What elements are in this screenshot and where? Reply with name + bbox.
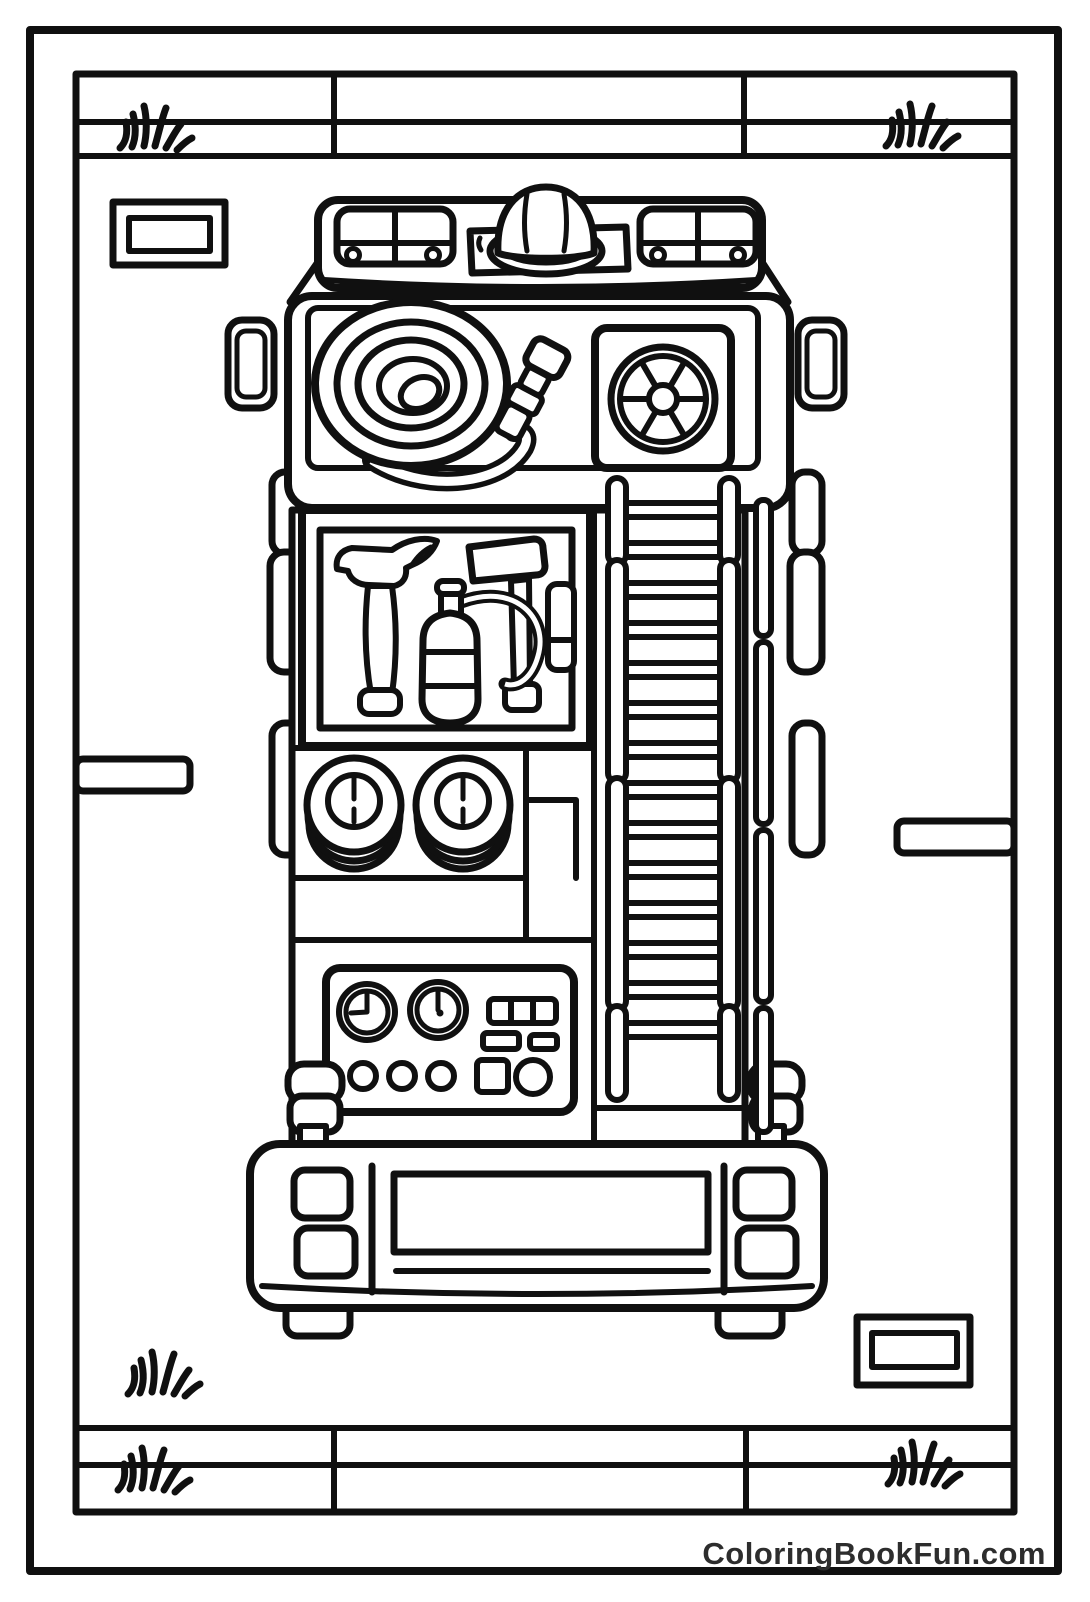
grass-tuft-bottom-left [118,1448,190,1492]
door-handle [545,581,577,673]
tank-caps [303,754,514,873]
road-marker-top-left [109,198,229,269]
website-watermark: ColoringBookFun.com [702,1536,1046,1571]
headlights-left [290,1166,359,1280]
side-marker-left [72,755,194,795]
control-panel [322,964,578,1116]
claw-hammer [333,535,440,717]
hose-nozzle [493,335,572,442]
fire-extinguisher [418,578,547,727]
side-mirror-left [224,316,278,412]
grass-tuft-mid-left [128,1352,200,1396]
ladder-rail-left [605,475,629,1103]
cab-roof [314,196,766,292]
knob-row [347,1057,553,1097]
side-marker-right [893,817,1018,857]
gauge-left [336,981,398,1043]
wheels-right [786,468,826,859]
road-marker-bottom-right [853,1313,974,1389]
switch-plate-b [527,1032,560,1052]
inner-frame [72,70,1018,1516]
headlights-right [732,1166,800,1280]
gauge-right [407,979,469,1041]
fire-helmet [486,183,606,278]
light-bar-left [333,205,457,268]
grass-tuft-top-left [120,106,192,150]
lane-lines-top [73,71,1017,159]
switch-plate-a [480,1030,522,1052]
light-bar-right [636,205,760,268]
lane-lines-bottom [73,1425,1017,1515]
cab-connector-right [758,258,792,306]
front-bumper [246,1140,828,1312]
button-strip [486,996,559,1026]
coiled-hose [311,298,537,492]
ladder-rail-right [717,475,741,1103]
roof-fan [591,324,735,472]
outer-border [26,26,1062,1575]
side-mirror-right [794,316,848,412]
grass-tuft-top-right [886,104,958,148]
cab-connector-left [286,258,322,306]
fire-truck [224,183,848,1340]
grille [368,1162,728,1296]
ladder [605,475,741,1103]
side-rail [753,497,774,1135]
